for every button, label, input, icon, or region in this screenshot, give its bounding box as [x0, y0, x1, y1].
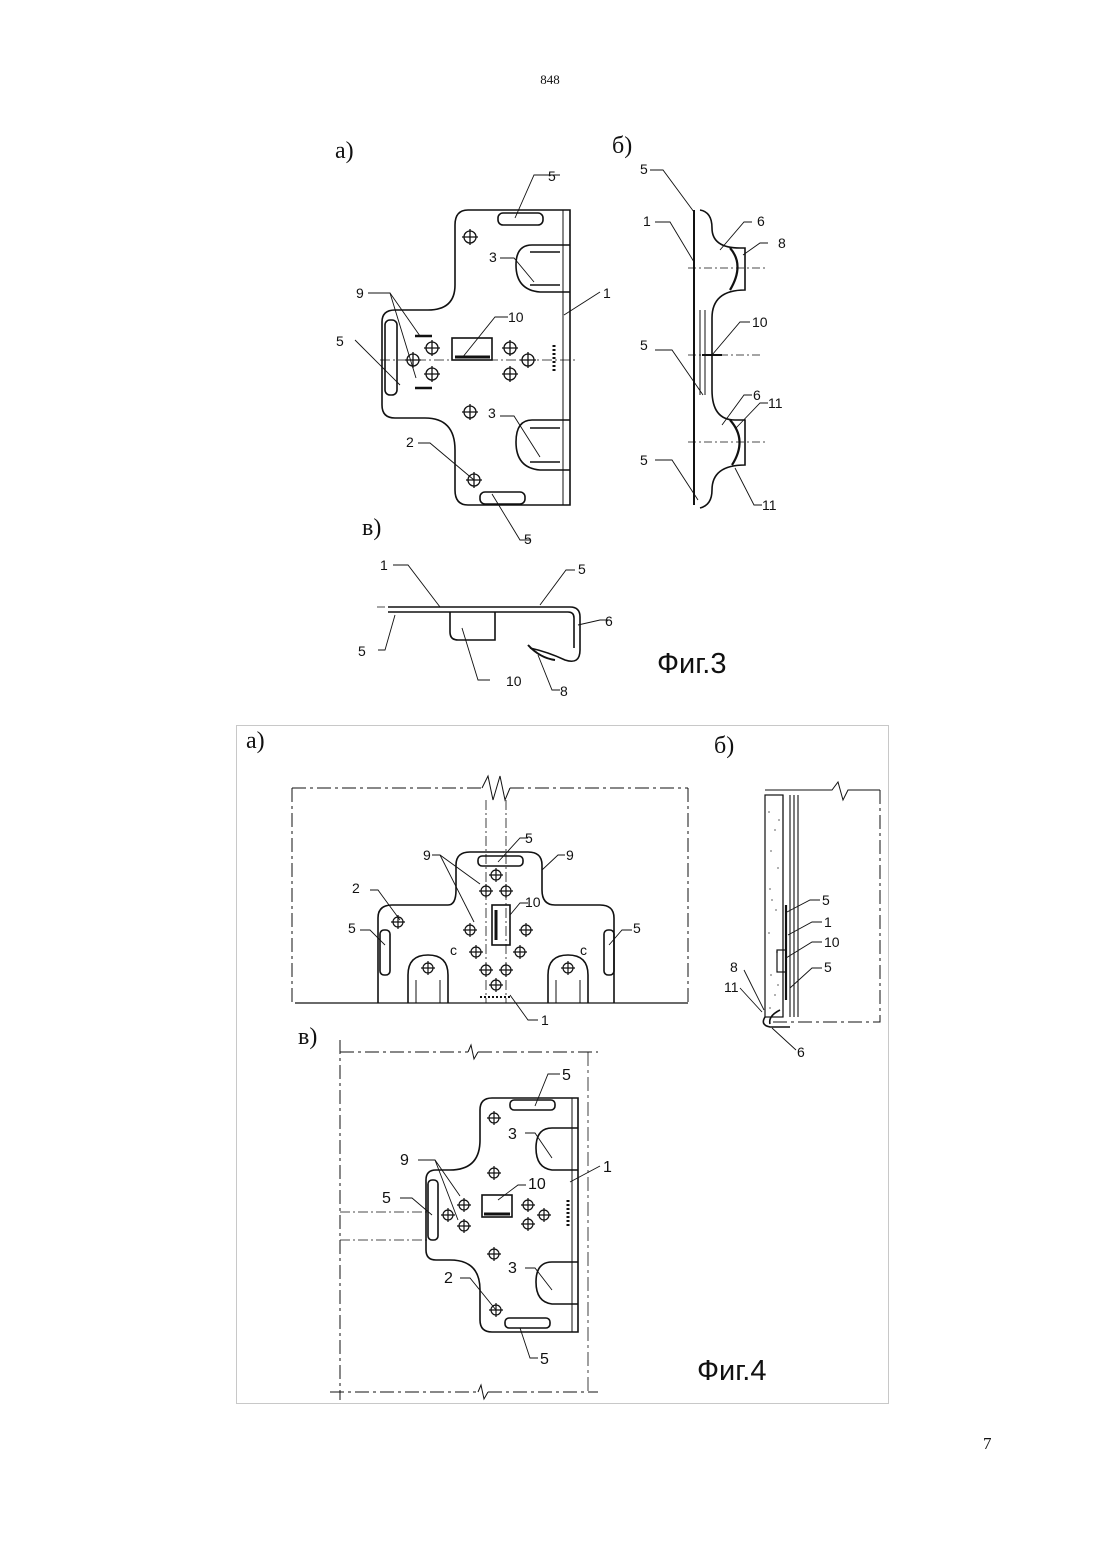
label-11: 11	[762, 497, 777, 513]
label-10: 10	[506, 673, 522, 689]
label-6: 6	[757, 213, 765, 229]
label-5: 5	[524, 531, 532, 547]
label-10: 10	[508, 309, 524, 325]
page-number: 7	[983, 1434, 992, 1454]
fig3a-plate	[355, 175, 600, 540]
fig4-panel-a-label: а)	[246, 728, 265, 755]
label-10: 10	[752, 314, 768, 330]
label-2: 2	[406, 434, 414, 450]
label-1: 1	[380, 557, 388, 573]
label-5: 5	[358, 643, 366, 659]
label-5: 5	[640, 161, 648, 177]
fig3b-side-view	[650, 170, 768, 508]
label-6: 6	[753, 387, 761, 403]
label-6: 6	[605, 613, 613, 629]
fig3c-top-view	[377, 565, 610, 690]
fig4-frame	[236, 725, 889, 1404]
label-5: 5	[640, 452, 648, 468]
label-5: 5	[336, 333, 344, 349]
fig4-panel-c-label: в)	[298, 1024, 317, 1051]
label-5: 5	[640, 337, 648, 353]
fig4-panel-b-label: б)	[714, 733, 734, 760]
label-8: 8	[778, 235, 786, 251]
label-1: 1	[603, 285, 611, 301]
label-8: 8	[560, 683, 568, 699]
label-1: 1	[643, 213, 651, 229]
label-5: 5	[578, 561, 586, 577]
label-3: 3	[488, 405, 496, 421]
fig4-caption: Фиг.4	[697, 1355, 766, 1388]
label-9: 9	[356, 285, 364, 301]
label-11: 11	[768, 395, 783, 411]
label-3: 3	[489, 249, 497, 265]
label-5: 5	[548, 168, 556, 184]
